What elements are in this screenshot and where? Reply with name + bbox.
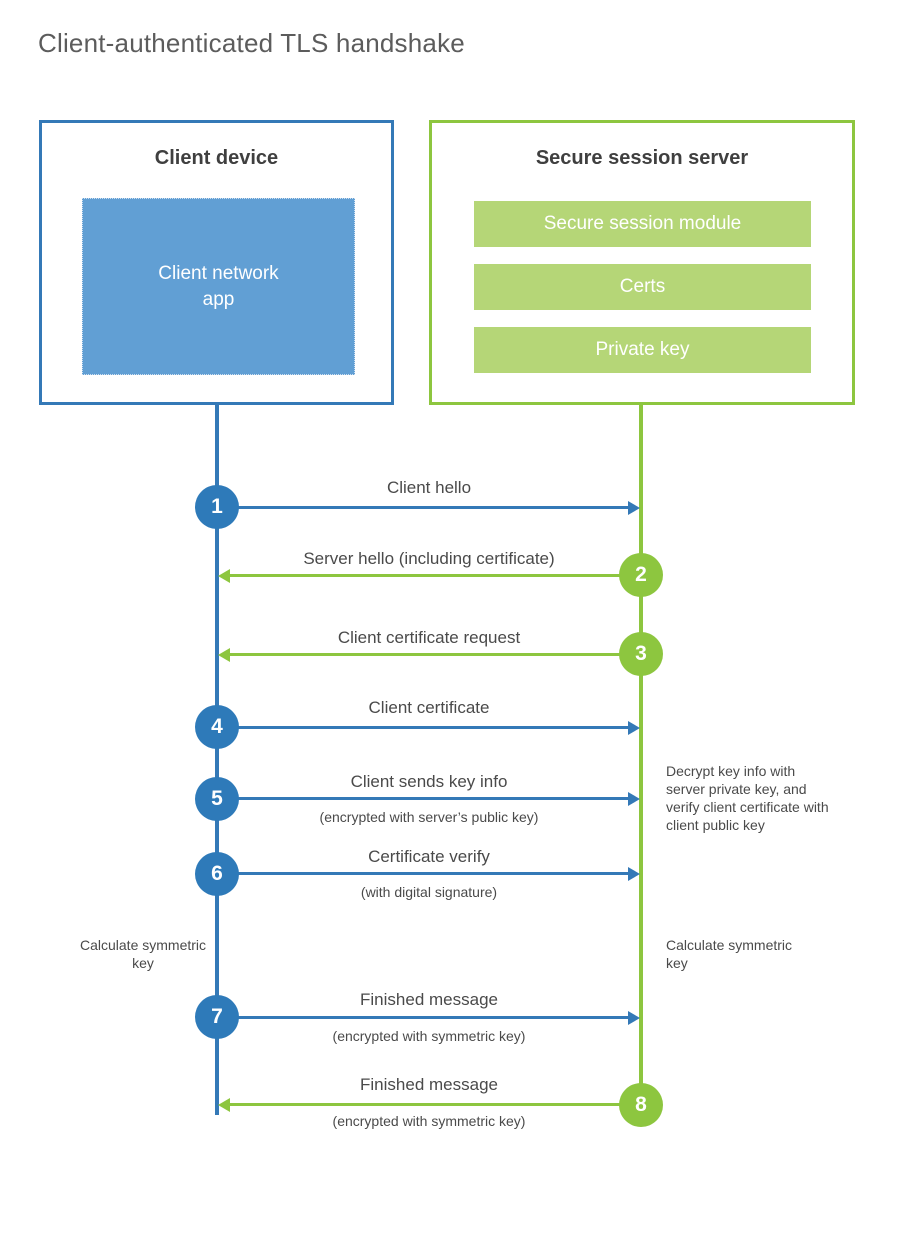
arrow-head-icon bbox=[628, 720, 640, 735]
step-8-circle[interactable]: 8 bbox=[619, 1083, 663, 1127]
step-6-label: Certificate verify bbox=[368, 847, 490, 866]
arrow-head-icon bbox=[628, 791, 640, 806]
client-network-app-label: Client network app bbox=[158, 261, 278, 313]
step-8-sublabel: (encrypted with symmetric key) bbox=[332, 1113, 526, 1129]
client-lifeline bbox=[215, 405, 219, 1115]
step-1-circle[interactable]: 1 bbox=[195, 485, 239, 529]
step-5-label: Client sends key info bbox=[350, 772, 508, 791]
server-decrypt-note: Decrypt key info with server private key… bbox=[666, 763, 829, 833]
step-7-circle[interactable]: 7 bbox=[195, 995, 239, 1039]
arrow-head-icon bbox=[218, 647, 230, 662]
arrow-head-icon bbox=[628, 866, 640, 881]
client-network-app-box: Client network app bbox=[82, 198, 355, 375]
step-2-circle[interactable]: 2 bbox=[619, 553, 663, 597]
step-2-label: Server hello (including certificate) bbox=[303, 549, 555, 568]
step-1-arrow bbox=[217, 500, 640, 515]
step-3-label: Client certificate request bbox=[337, 628, 521, 647]
client-app-label-line2: app bbox=[202, 288, 235, 310]
step-3-arrow bbox=[218, 647, 641, 662]
server-calculate-symmetric-key-note: Calculate symmetric key bbox=[666, 937, 793, 971]
server-module-certs: Certs bbox=[474, 264, 811, 310]
step-5-arrow bbox=[217, 791, 640, 806]
step-3-circle[interactable]: 3 bbox=[619, 632, 663, 676]
step-4-circle[interactable]: 4 bbox=[195, 705, 239, 749]
step-5-sublabel: (encrypted with server’s public key) bbox=[319, 809, 539, 825]
client-device-box: Client device Client network app bbox=[39, 120, 394, 405]
step-7-label: Finished message bbox=[360, 990, 498, 1009]
arrow-head-icon bbox=[628, 1010, 640, 1025]
secure-session-server-title: Secure session server bbox=[535, 147, 749, 169]
client-device-title: Client device bbox=[154, 147, 279, 169]
step-4-label: Client certificate bbox=[368, 698, 490, 717]
step-7-arrow bbox=[217, 1010, 640, 1025]
step-8-label: Finished message bbox=[360, 1075, 498, 1094]
server-module-private-key: Private key bbox=[474, 327, 811, 373]
arrow-head-icon bbox=[218, 568, 230, 583]
step-6-sublabel: (with digital signature) bbox=[360, 884, 498, 900]
server-module-secure-session-module: Secure session module bbox=[474, 201, 811, 247]
arrow-head-icon bbox=[218, 1097, 230, 1112]
client-calculate-symmetric-key-note: Calculate symmetric key bbox=[79, 937, 207, 971]
step-5-circle[interactable]: 5 bbox=[195, 777, 239, 821]
step-7-sublabel: (encrypted with symmetric key) bbox=[332, 1028, 526, 1044]
step-2-arrow bbox=[218, 568, 641, 583]
step-8-arrow bbox=[218, 1097, 641, 1112]
step-1-label: Client hello bbox=[386, 478, 472, 497]
client-app-label-line1: Client network bbox=[158, 262, 279, 284]
step-4-arrow bbox=[217, 720, 640, 735]
page-title: Client-authenticated TLS handshake bbox=[38, 28, 465, 58]
secure-session-server-box: Secure session server Secure session mod… bbox=[429, 120, 855, 405]
step-6-circle[interactable]: 6 bbox=[195, 852, 239, 896]
server-lifeline bbox=[639, 405, 643, 1105]
step-6-arrow bbox=[217, 866, 640, 881]
arrow-head-icon bbox=[628, 500, 640, 515]
